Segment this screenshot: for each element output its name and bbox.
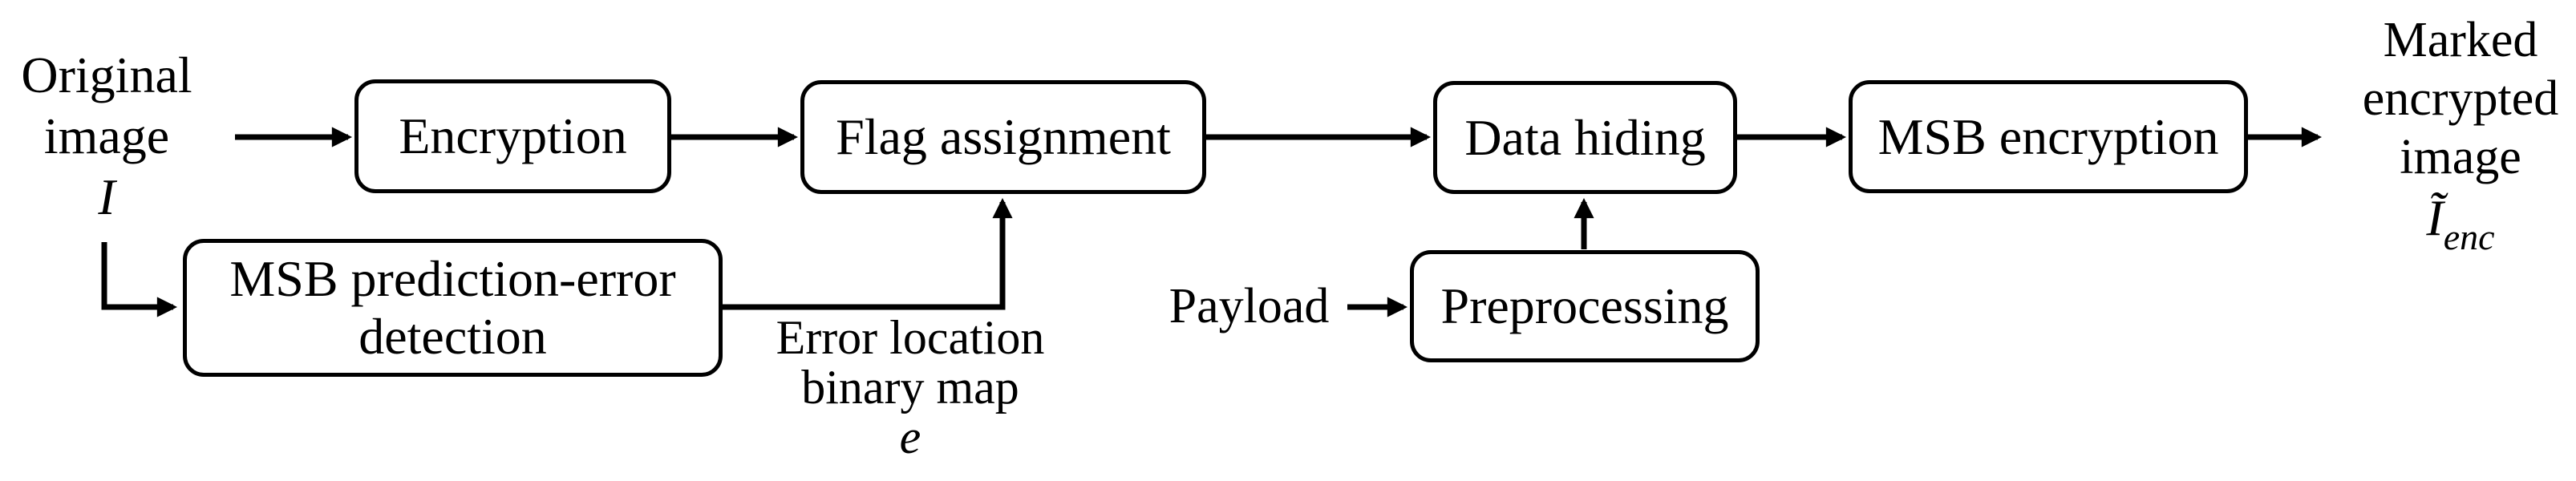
input-image-label: Original image I [6, 45, 207, 228]
error-map-symbol-e: e [899, 410, 921, 463]
output-symbol-base: Ĩ [2426, 189, 2444, 246]
error-map-line2: binary map [801, 361, 1019, 414]
arrow-error-map-to-flag-assignment [722, 197, 1013, 310]
payload-label-text: Payload [1169, 279, 1330, 333]
output-label-line3: image [2400, 130, 2521, 184]
output-symbol-subscript: enc [2443, 216, 2495, 257]
error-location-binary-map-label: Error location binary map e [726, 313, 1095, 462]
node-data-hiding: Data hiding [1433, 81, 1737, 194]
output-label-line1: Marked [2383, 13, 2538, 67]
node-encryption-label: Encryption [399, 107, 627, 164]
node-flag-assignment: Flag assignment [800, 80, 1206, 194]
node-msb-prediction-label: MSB prediction-error detection [229, 250, 676, 365]
node-encryption: Encryption [354, 79, 671, 193]
node-flag-assignment-label: Flag assignment [836, 108, 1171, 165]
input-symbol-I: I [98, 168, 115, 225]
input-label-line1: Original [21, 46, 192, 103]
arrow-original-to-msb-prediction [101, 242, 178, 317]
output-image-label: Marked encrypted image Ĩenc [2340, 11, 2576, 256]
input-label-line2: image [43, 107, 170, 164]
payload-label: Payload [1163, 281, 1335, 332]
node-msb-encryption-label: MSB encryption [1877, 107, 2219, 165]
node-preprocessing-label: Preprocessing [1440, 277, 1729, 334]
node-msb-prediction-error-detection: MSB prediction-error detection [183, 239, 723, 377]
output-label-line2: encrypted [2362, 71, 2559, 126]
error-map-line1: Error location [776, 311, 1045, 364]
output-symbol-I-enc: Ĩenc [2340, 187, 2576, 256]
node-preprocessing: Preprocessing [1410, 250, 1760, 362]
node-msb-encryption: MSB encryption [1849, 80, 2248, 193]
node-data-hiding-label: Data hiding [1464, 108, 1706, 166]
